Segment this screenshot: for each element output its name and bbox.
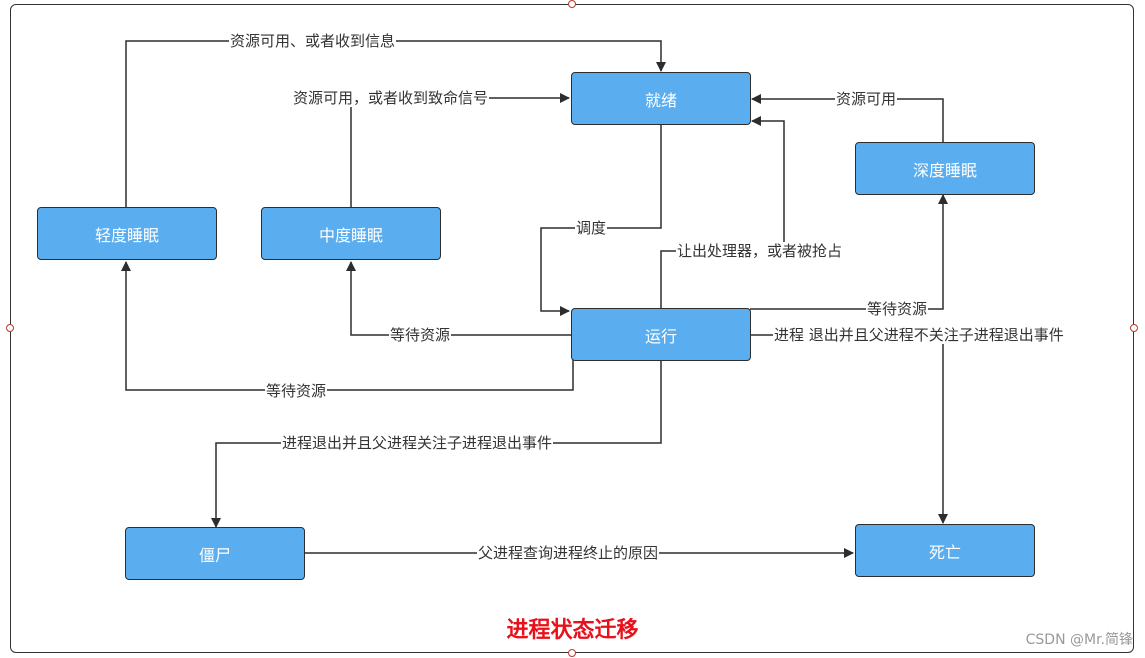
edge-medium-to-ready	[350, 93, 570, 208]
resize-handle-top[interactable]	[568, 0, 576, 8]
edge-schedule	[540, 125, 662, 316]
edge-label-zombie-to-dead: 父进程查询进程终止的原因	[477, 544, 660, 562]
node-dead[interactable]: 死亡	[855, 524, 1035, 577]
edge-label-schedule: 调度	[575, 219, 608, 237]
node-deep-sleep[interactable]: 深度睡眠	[855, 142, 1035, 195]
resize-handle-left[interactable]	[6, 324, 14, 332]
edge-deep-to-ready	[751, 94, 944, 143]
edge-wait-medium	[346, 261, 571, 336]
resize-handle-bottom[interactable]	[568, 649, 576, 657]
edge-label-wait-deep: 等待资源	[866, 300, 929, 318]
edge-label-exit-no-watch: 进程 退出并且父进程不关注子进程退出事件	[773, 326, 1065, 344]
edge-yield	[660, 116, 785, 309]
edge-label-exit-watch: 进程退出并且父进程关注子进程退出事件	[281, 434, 554, 452]
edge-label-light-to-ready: 资源可用、或者收到信息	[229, 32, 397, 50]
edge-label-medium-to-ready: 资源可用，或者收到致命信号	[292, 89, 490, 107]
node-light-sleep[interactable]: 轻度睡眠	[37, 207, 217, 260]
node-ready[interactable]: 就绪	[571, 72, 751, 125]
edge-label-yield: 让出处理器，或者被抢占	[676, 242, 844, 260]
edge-label-wait-medium: 等待资源	[389, 326, 452, 344]
edge-label-deep-to-ready: 资源可用	[835, 90, 898, 108]
edge-label-wait-light: 等待资源	[265, 382, 328, 400]
node-medium-sleep[interactable]: 中度睡眠	[261, 207, 441, 260]
resize-handle-right[interactable]	[1130, 324, 1138, 332]
edge-wait-deep	[750, 194, 948, 310]
watermark: CSDN @Mr.简锋	[1025, 632, 1133, 648]
edge-exit-no-watch	[750, 334, 948, 524]
edge-wait-light	[121, 261, 574, 391]
node-running[interactable]: 运行	[571, 308, 751, 361]
diagram-title: 进程状态迁移	[506, 618, 639, 643]
node-zombie[interactable]: 僵尸	[125, 527, 305, 580]
